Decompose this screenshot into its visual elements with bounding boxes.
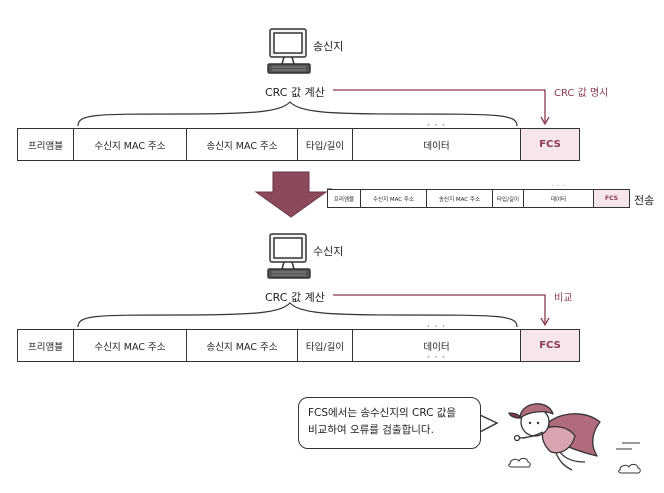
speed-lines — [616, 442, 640, 450]
transmit-arrow-icon — [254, 171, 328, 218]
receiver-compare-annotation: 비교 — [554, 293, 573, 304]
small-field-type-length: 타입/길이 — [493, 190, 524, 207]
small-data-dots: · · · — [551, 183, 566, 190]
transmitted-frame: 프리앰블 수신지 MAC 주소 송신지 MAC 주소 타입/길이 · · · 데… — [327, 183, 630, 208]
explanation-bubble: FCS에서는 송수신지의 CRC 값을 비교하여 오류를 검출합니다. — [298, 397, 481, 449]
speech-bubble-tail — [479, 414, 499, 433]
field-dest-mac: 수신지 MAC 주소 — [74, 129, 187, 160]
field-data-label: 데이터 — [423, 140, 450, 152]
sender-crc-calc-label: CRC 값 계산 — [265, 86, 325, 99]
receiver-computer-icon — [267, 233, 311, 279]
cloud-icons — [508, 458, 641, 474]
recv-data-dots-top: · · · — [426, 322, 447, 332]
small-field-src-mac: 송신지 MAC 주소 — [427, 190, 493, 207]
field-src-mac: 송신지 MAC 주소 — [187, 129, 298, 160]
recv-field-fcs: FCS — [521, 330, 579, 361]
receiver-calc-brace — [77, 302, 518, 328]
recv-field-data: · · · 데이터 · · · — [353, 322, 521, 363]
recv-field-src-mac: 송신지 MAC 주소 — [187, 330, 298, 361]
small-field-data-label: 데이터 — [550, 196, 567, 203]
field-preamble: 프리앰블 — [18, 129, 74, 160]
receiver-label: 수신지 — [313, 245, 344, 258]
small-field-fcs: FCS — [594, 190, 629, 207]
receiver-frame: 프리앰블 수신지 MAC 주소 송신지 MAC 주소 타입/길이 · · · 데… — [17, 322, 580, 363]
receiver-crc-calc-label: CRC 값 계산 — [265, 291, 325, 304]
recv-field-preamble: 프리앰블 — [18, 330, 74, 361]
recv-field-type-length: 타입/길이 — [298, 330, 353, 361]
sender-calc-brace — [77, 101, 518, 127]
sender-crc-annotation: CRC 값 명시 — [554, 88, 609, 99]
receiver-compare-arrow — [333, 294, 550, 327]
sender-computer-icon — [267, 28, 311, 74]
recv-data-dots-bottom: · · · — [426, 353, 447, 363]
flying-character-icon — [508, 403, 601, 471]
transmit-label: 전송 — [634, 194, 655, 207]
field-type-length: 타입/길이 — [298, 129, 353, 160]
sender-label: 송신지 — [313, 40, 344, 53]
data-dots-top: · · · — [426, 121, 447, 131]
sender-frame: 프리앰블 수신지 MAC 주소 송신지 MAC 주소 타입/길이 · · · 데… — [17, 121, 580, 161]
sender-fcs-arrow — [333, 89, 550, 126]
bubble-line-2: 비교하여 오류를 검출합니다. — [308, 424, 434, 436]
bubble-line-1: FCS에서는 송수신지의 CRC 값을 — [308, 407, 457, 419]
small-field-data: · · · 데이터 — [524, 183, 594, 207]
field-fcs: FCS — [521, 129, 579, 160]
small-field-preamble: 프리앰블 — [328, 190, 361, 207]
small-field-dest-mac: 수신지 MAC 주소 — [361, 190, 427, 207]
recv-field-data-label: 데이터 — [423, 341, 450, 353]
recv-field-dest-mac: 수신지 MAC 주소 — [74, 330, 187, 361]
field-data: · · · 데이터 — [353, 121, 521, 160]
